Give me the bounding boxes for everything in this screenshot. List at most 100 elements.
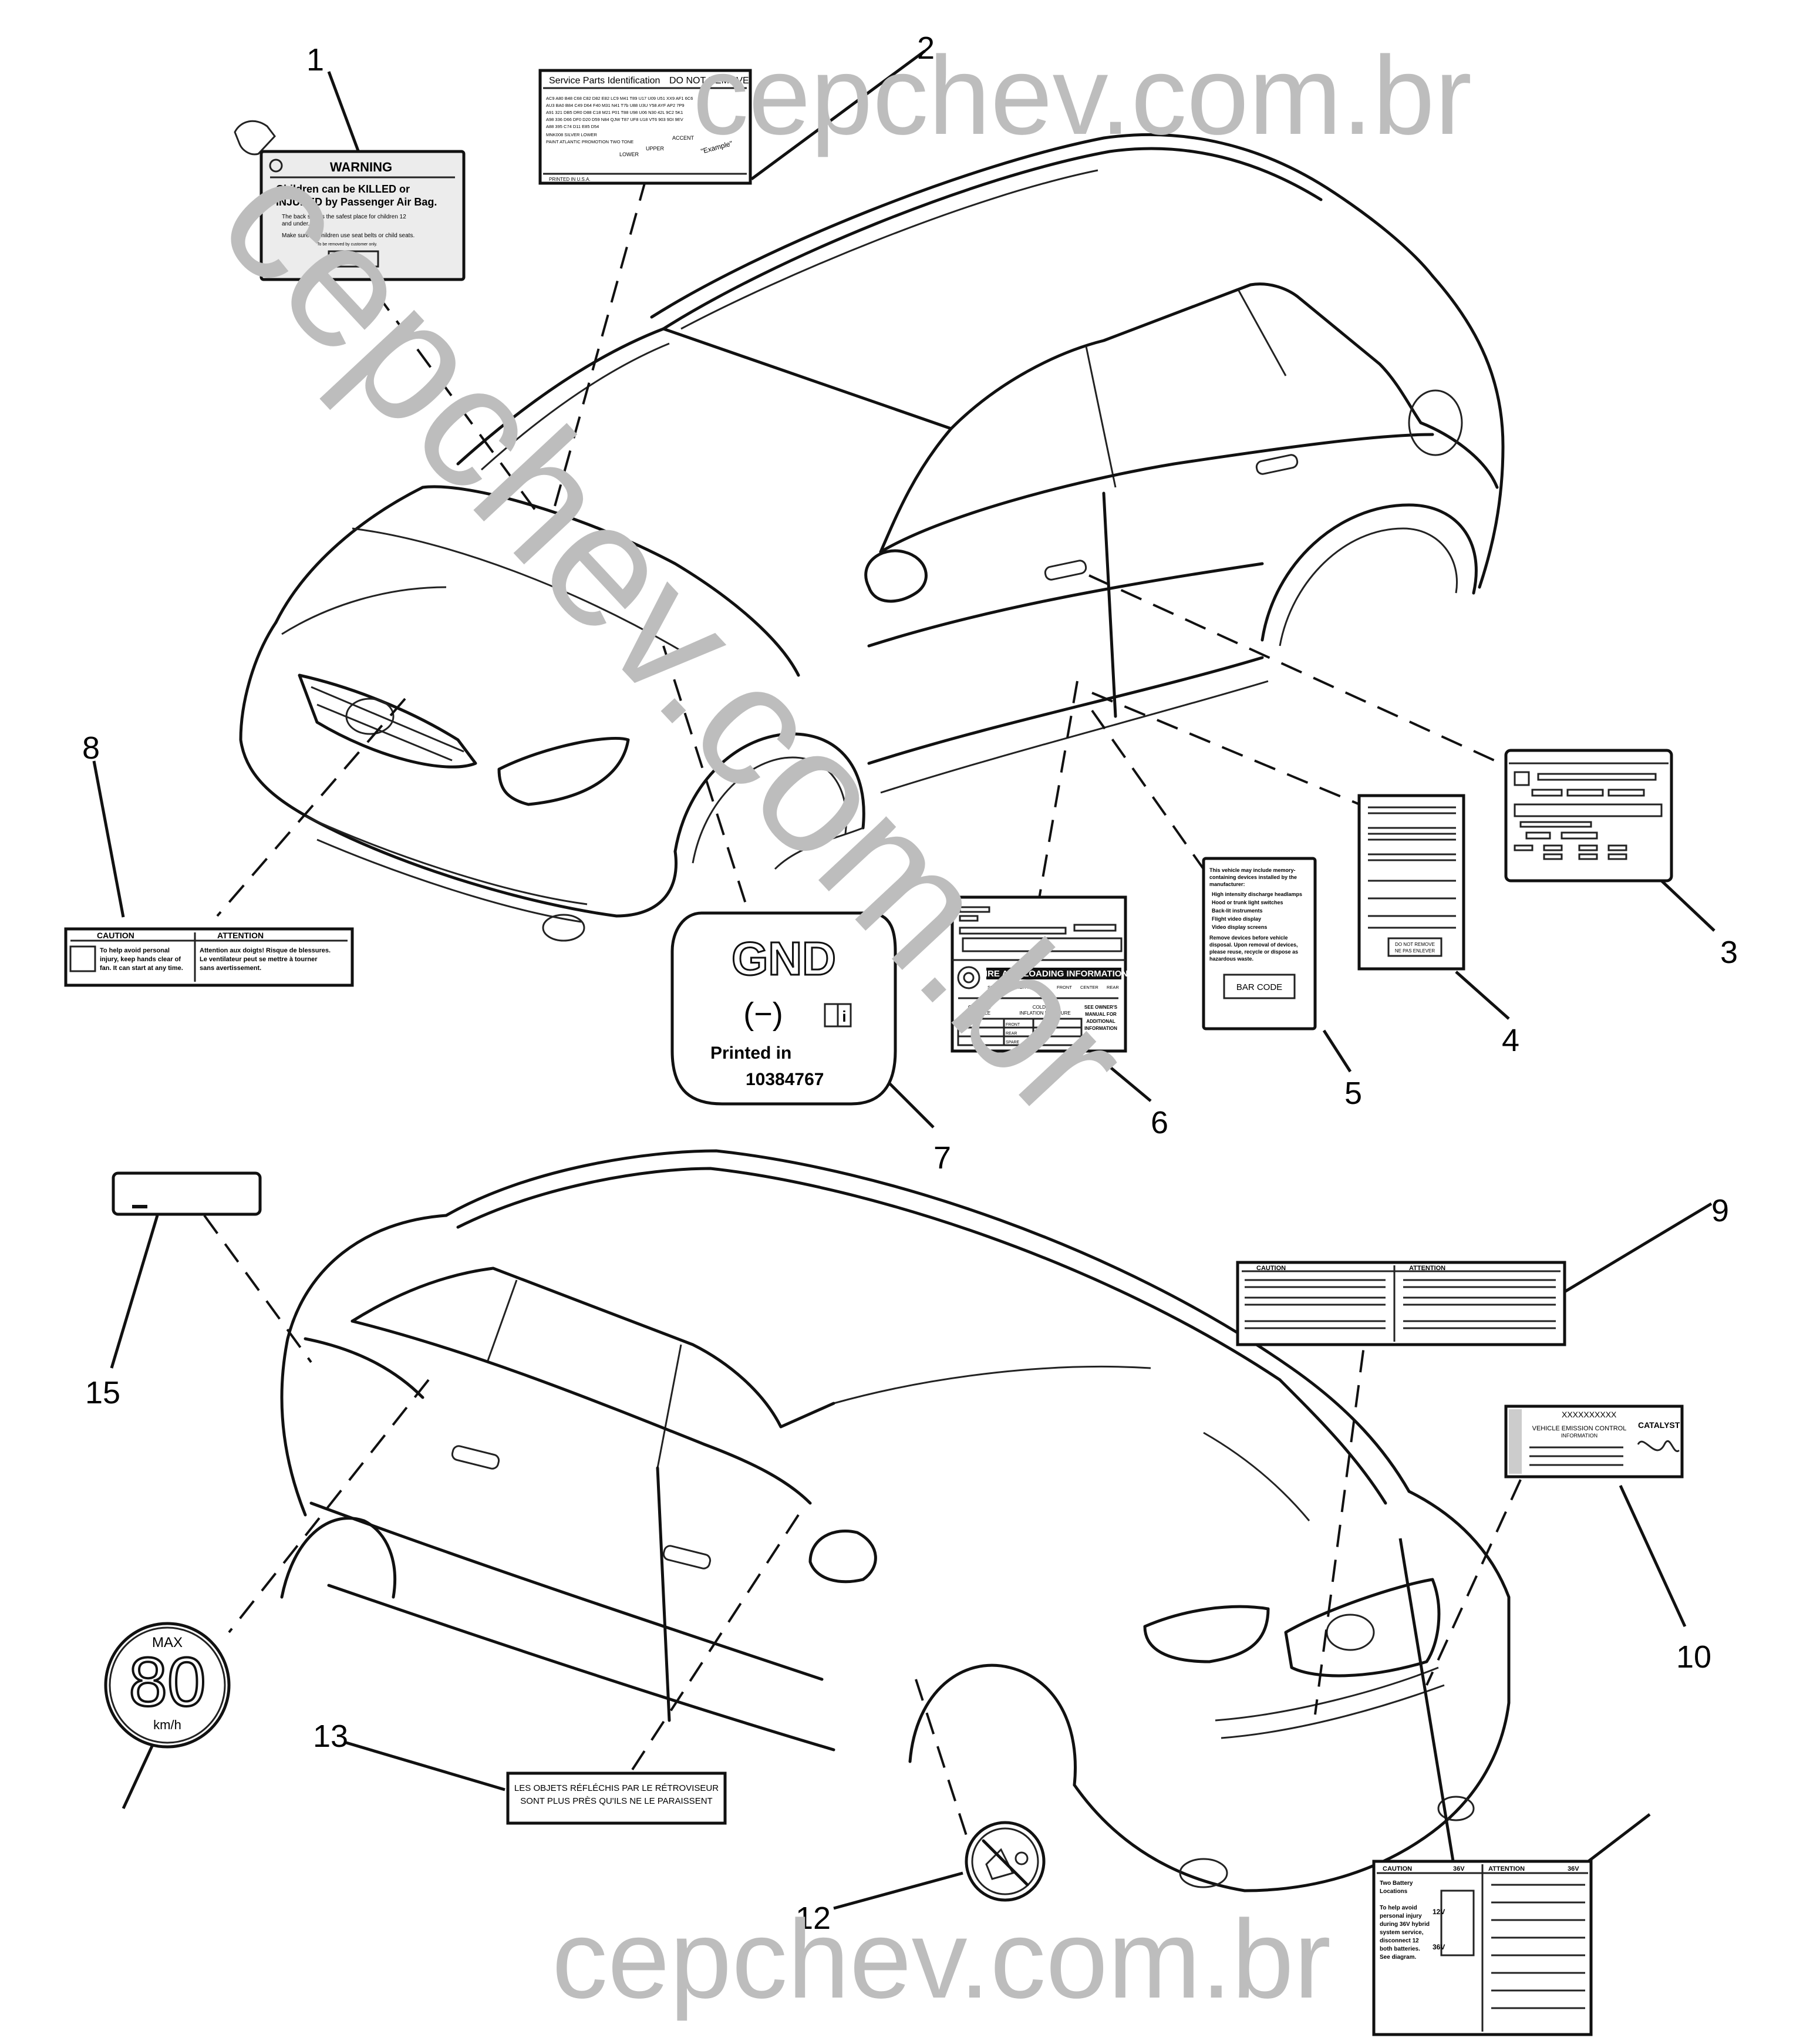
ac-caution-heading: CAUTION	[1256, 1265, 1286, 1272]
memory-intro2: containing devices installed by the	[1209, 874, 1297, 880]
fan-attention-line1: Attention aux doigts! Risque de blessure…	[200, 947, 331, 954]
tire-additional: ADDITIONAL	[1086, 1019, 1115, 1024]
callout-6: 6	[1151, 1105, 1168, 1140]
battery-caution-voltage: 36V	[1453, 1865, 1465, 1872]
tire-see-owners: SEE OWNER'S	[1084, 1005, 1118, 1010]
service-parts-row4: A98 336 D66 DF0 D20 D59 N84 QJW T87 UF8 …	[546, 117, 683, 122]
battery-attention-voltage: 36V	[1568, 1865, 1579, 1872]
emission-title1: VEHICLE EMISSION CONTROL	[1532, 1425, 1627, 1432]
callout-13: 13	[313, 1719, 348, 1754]
emission-catalyst: CATALYST	[1638, 1420, 1680, 1430]
battery-36v: 36V	[1433, 1943, 1445, 1951]
service-parts-row2: AU3 BA0 B84 C49 D64 F40 M31 N41 T7b U88 …	[546, 103, 685, 108]
mirror-line2: SONT PLUS PRÈS QU'ILS NE LE PARAISSENT	[520, 1796, 712, 1806]
memory-intro3: manufacturer:	[1209, 881, 1245, 887]
tire-total: TOTAL	[1030, 985, 1044, 990]
memory-item1: High intensity discharge headlamps	[1212, 891, 1302, 897]
callout-10: 10	[1676, 1639, 1711, 1675]
tire-seating: SEATING CAPACITY	[987, 985, 1029, 990]
battery-c7: disconnect 12	[1380, 1938, 1419, 1944]
memory-barcode: BAR CODE	[1236, 982, 1282, 992]
label-service-parts: Service Parts Identification DO NOT REMO…	[538, 69, 752, 185]
callout-15: 15	[85, 1375, 120, 1410]
gnd-info-icon: i	[842, 1008, 846, 1025]
battery-attention-heading: ATTENTION	[1488, 1865, 1525, 1872]
speed-value: 80	[129, 1643, 205, 1721]
callout-9: 9	[1711, 1193, 1729, 1228]
battery-caution-heading: CAUTION	[1383, 1865, 1412, 1872]
callout-8: 8	[82, 730, 100, 766]
tire-rear-seats: REAR	[1107, 985, 1119, 990]
battery-c6: system service,	[1380, 1929, 1424, 1936]
airbag-warning-barcode: BAR CODE	[339, 257, 367, 263]
airbag-warning-footer: To be removed by customer only.	[317, 243, 378, 247]
battery-c1: Two Battery	[1380, 1880, 1413, 1887]
tire-center-seats: CENTER	[1080, 985, 1098, 990]
fan-caution-line3: fan. It can start at any time.	[100, 965, 183, 972]
gnd-printed-in: Printed in	[710, 1043, 791, 1063]
memory-outro3: please reuse, recycle or dispose as	[1209, 949, 1298, 955]
label-tire-loading: TIRE AND LOADING INFORMATION SEATING CAP…	[951, 895, 1128, 1053]
ac-attention-heading: ATTENTION	[1409, 1265, 1445, 1272]
airbag-warning-bullet1a: The back seat is the safest place for ch…	[282, 214, 406, 220]
battery-c2: Locations	[1380, 1888, 1408, 1895]
service-parts-row1: AC9 A80 B48 C68 C82 D82 E82 LC9 M41 T89 …	[546, 96, 693, 101]
mirror-line1: LES OBJETS RÉFLÉCHIS PAR LE RÉTROVISEUR	[514, 1783, 719, 1793]
tire-information: INFORMATION	[1084, 1026, 1117, 1031]
airbag-warning-heading: WARNING	[330, 160, 392, 174]
label-memory-devices: This vehicle may include memory- contain…	[1202, 857, 1317, 1030]
memory-outro1: Remove devices before vehicle	[1209, 935, 1288, 941]
service-parts-row5: A88 395 C74 D11 E85 D54	[546, 124, 599, 129]
fan-caution-heading: CAUTION	[97, 931, 134, 940]
watermark-top: cepchev.com.br	[693, 33, 1472, 158]
tire-spare: SPARE	[1006, 1040, 1020, 1045]
service-parts-accent: ACCENT	[672, 135, 695, 141]
speed-unit: km/h	[153, 1717, 181, 1732]
service-parts-title: Service Parts Identification	[549, 76, 660, 86]
upper-vehicle-illustration	[239, 133, 1505, 942]
tire-front-seats: FRONT	[1057, 985, 1072, 990]
tire-rear: REAR	[1006, 1032, 1017, 1036]
tire-cold: COLD TIRE	[1033, 1005, 1058, 1010]
tire-front: FRONT	[1006, 1023, 1020, 1027]
battery-c9: See diagram.	[1380, 1954, 1416, 1961]
memory-intro1: This vehicle may include memory-	[1209, 867, 1296, 873]
battery-12v: 12V	[1433, 1908, 1445, 1916]
callout-12: 12	[796, 1901, 831, 1936]
emission-title2: INFORMATION	[1561, 1433, 1597, 1439]
label-seat-warning	[965, 1821, 1046, 1902]
tire-size: TIRE SIZE	[968, 1011, 990, 1016]
callout-3: 3	[1720, 935, 1738, 970]
battery-c4: personal injury	[1380, 1913, 1422, 1919]
callout-2: 2	[917, 31, 935, 66]
memory-item4: Flight video display	[1212, 916, 1261, 922]
battery-c5: during 36V hybrid	[1380, 1921, 1430, 1928]
fan-attention-line3: sans avertissement.	[200, 965, 261, 972]
lower-vehicle-illustration	[280, 1149, 1511, 1892]
label-mirror-warning: LES OBJETS RÉFLÉCHIS PAR LE RÉTROVISEUR …	[506, 1771, 727, 1825]
tire-original: ORIGINAL	[968, 1005, 991, 1010]
memory-outro2: disposal. Upon removal of devices,	[1209, 942, 1298, 948]
gnd-title: GND	[732, 932, 836, 985]
memory-item2: Hood or trunk light switches	[1212, 900, 1283, 905]
service-parts-row6: MNK008 SILVER LOWER	[546, 132, 598, 137]
service-parts-printed: PRINTED IN U.S.A.	[549, 177, 591, 182]
battery-c3: To help avoid	[1380, 1905, 1417, 1911]
tire-pressure: INFLATION PRESSURE	[1019, 1011, 1070, 1016]
leader-lines	[92, 49, 1715, 1910]
battery-c8: both batteries.	[1380, 1946, 1420, 1952]
memory-outro4: hazardous waste.	[1209, 956, 1253, 962]
fan-attention-line2: Le ventilateur peut se mettre à tourner	[200, 956, 318, 963]
label-speed-limit: MAX 80 km/h	[104, 1622, 231, 1749]
memory-item5: Video display screens	[1212, 924, 1267, 930]
label-fan-caution: CAUTION ATTENTION To help avoid personal…	[64, 927, 354, 987]
airbag-warning-bullet2: Make sure all children use seat belts or…	[282, 233, 414, 239]
callout-7: 7	[933, 1140, 951, 1176]
airbag-warning-line2: INJURED by Passenger Air Bag.	[276, 196, 437, 208]
airbag-warning-line1: Children can be KILLED or	[276, 183, 410, 195]
callout-numbers: 1 2 3 4 5 6 7 8 9 10 12 13 15	[82, 31, 1738, 1936]
emission-4-line1: DO NOT REMOVE	[1395, 942, 1435, 947]
label-gnd: GND (−) i Printed in 10384767	[670, 911, 897, 1106]
callout-1: 1	[306, 42, 324, 78]
